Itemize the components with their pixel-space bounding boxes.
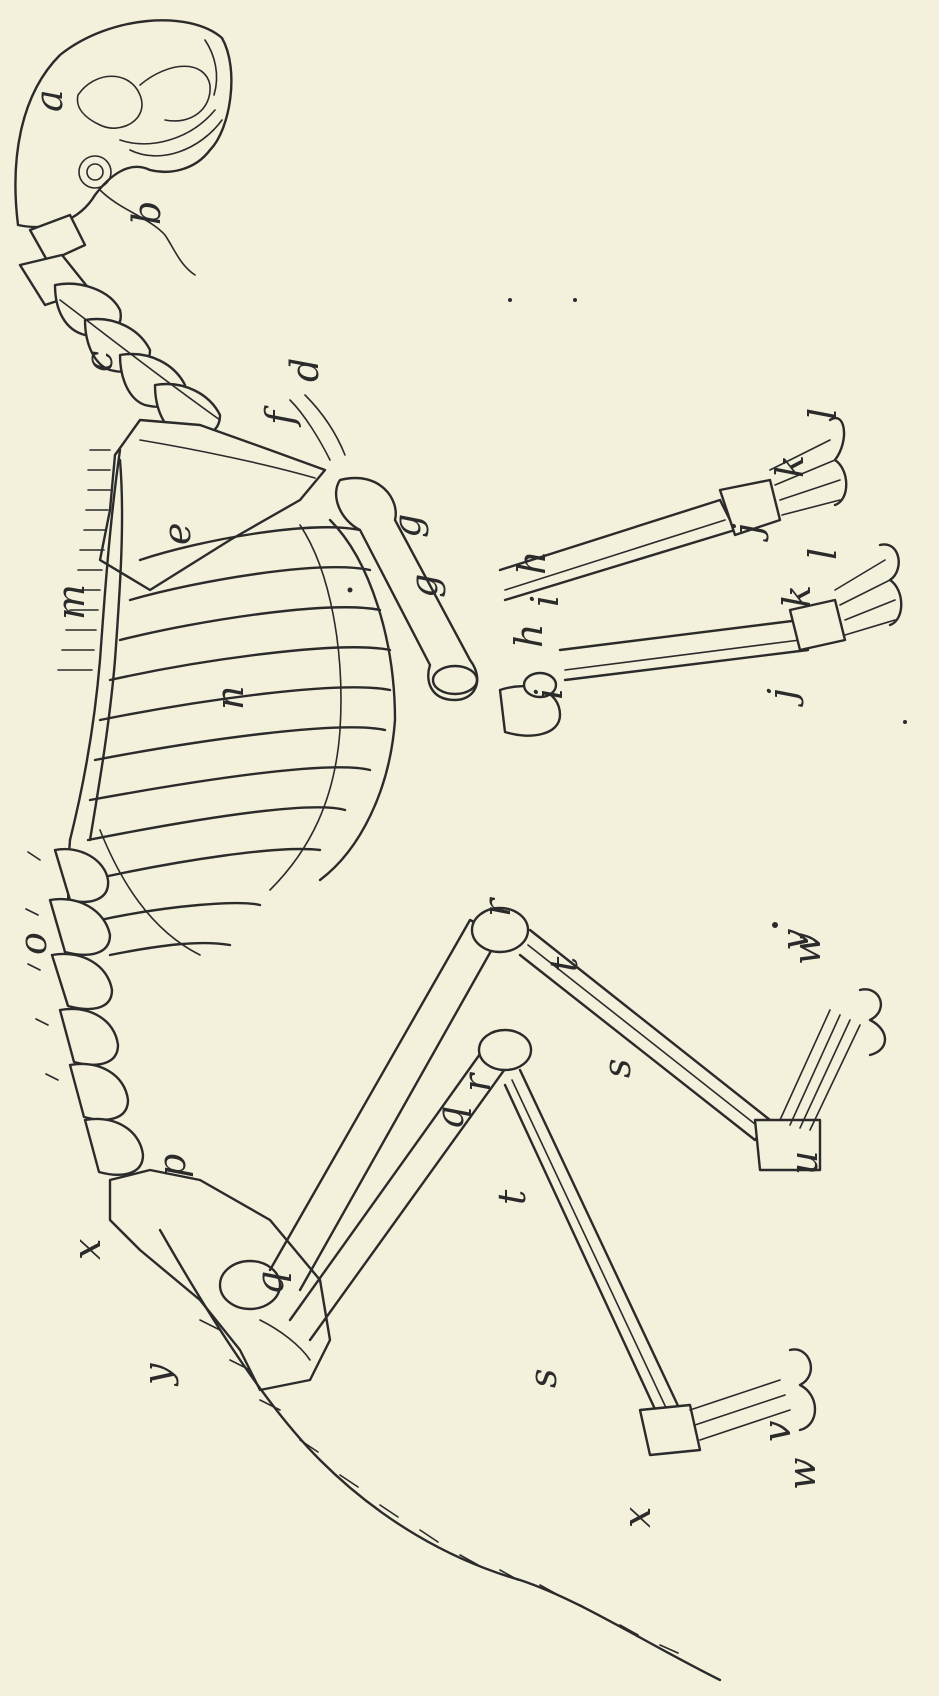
- label-q: q: [428, 1106, 472, 1130]
- label-n: n: [208, 686, 252, 710]
- label-w: w: [785, 932, 829, 965]
- label-t2: t: [490, 1189, 534, 1205]
- label-p: p: [150, 1154, 194, 1178]
- label-z: x: [65, 1239, 109, 1260]
- label-l2: l: [801, 548, 845, 560]
- label-l: l: [801, 408, 845, 420]
- label-x: x: [615, 1507, 659, 1528]
- label-b: b: [125, 201, 169, 225]
- figure-labels: a b c d e f g g h h i i j j k k l l m n …: [11, 89, 845, 1528]
- label-i: i: [523, 595, 567, 607]
- label-k: k: [768, 455, 812, 478]
- label-u: u: [782, 1151, 826, 1175]
- label-o: o: [11, 932, 55, 955]
- label-v2: v: [755, 1420, 799, 1442]
- label-h: h: [510, 551, 554, 575]
- label-s2: s: [521, 1368, 565, 1388]
- pelvis: [110, 1170, 330, 1390]
- label-k2: k: [775, 585, 819, 608]
- label-j2: j: [760, 688, 804, 707]
- label-g2: g: [402, 574, 446, 598]
- lumbar-vertebrae: [26, 840, 143, 1175]
- label-t: t: [542, 956, 586, 972]
- sternum-bits: [290, 395, 345, 460]
- label-h2: h: [507, 624, 551, 648]
- label-d: d: [283, 358, 327, 382]
- label-s: s: [595, 1058, 639, 1078]
- label-r2: r: [455, 1071, 499, 1092]
- label-f: f: [258, 405, 302, 428]
- label-c: c: [77, 351, 121, 372]
- label-m: m: [49, 584, 93, 620]
- hindleg-femur-front: [270, 908, 528, 1290]
- rib-cage: [88, 520, 395, 955]
- label-j: j: [725, 523, 769, 542]
- cervical-vertebrae: [20, 215, 220, 437]
- label-e: e: [155, 523, 199, 546]
- label-g: g: [385, 514, 429, 538]
- thoracic-vertebrae: [58, 450, 122, 840]
- label-w2: w: [780, 1457, 824, 1490]
- label-y: y: [135, 1363, 179, 1387]
- label-r: r: [475, 896, 519, 917]
- label-a: a: [27, 89, 71, 112]
- label-q2: q: [248, 1271, 292, 1295]
- scapula: [100, 420, 325, 590]
- label-i2: i: [527, 688, 571, 700]
